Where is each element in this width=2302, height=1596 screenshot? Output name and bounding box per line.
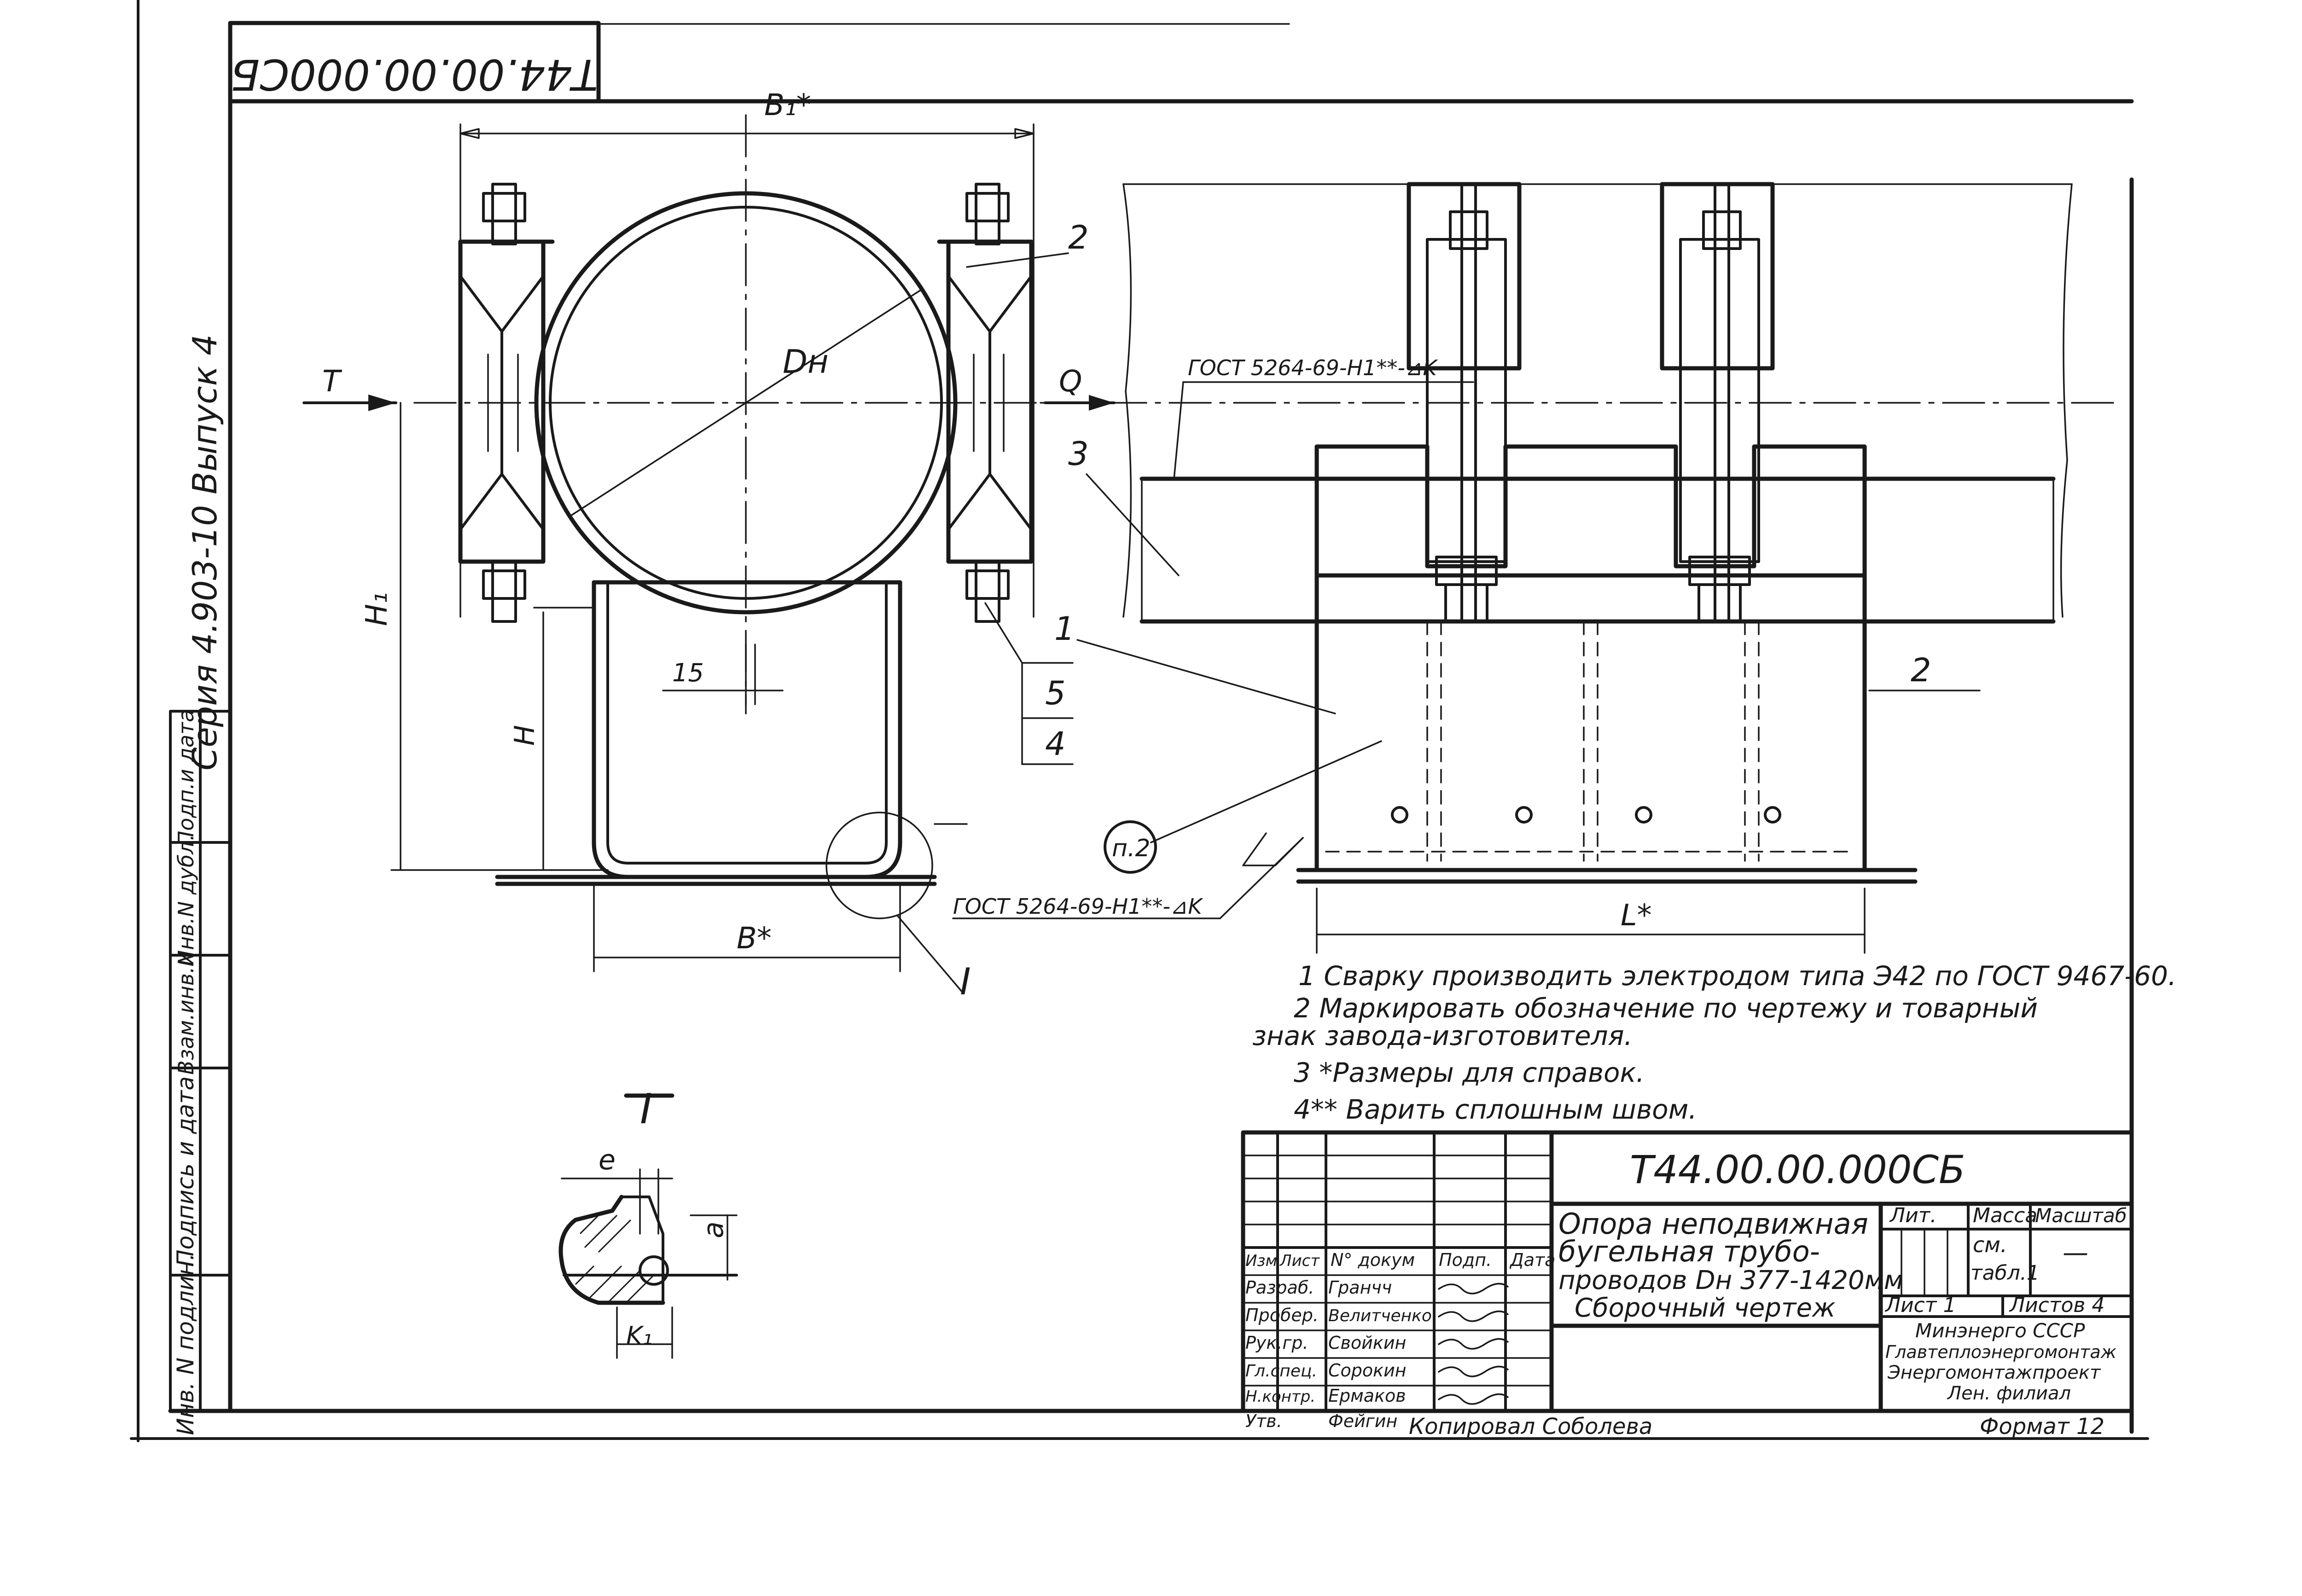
note-ref: п.2 xyxy=(1112,835,1151,862)
row-name-6: Фейгин xyxy=(1328,1411,1397,1431)
dim-b: B* xyxy=(737,922,772,956)
mass-value-2: табл.1 xyxy=(1971,1261,2040,1285)
force-q: Q xyxy=(1059,365,1082,399)
org-4: Лен. филиал xyxy=(1947,1383,2071,1404)
detail-marker-i: I xyxy=(960,960,971,1003)
pos-2-side: 2 xyxy=(1911,651,1931,689)
force-t: T xyxy=(322,365,343,399)
stamp-designation: Т44.00.00.000СБ xyxy=(1630,1147,1965,1192)
pos-2-front: 2 xyxy=(1068,219,1089,256)
hdr-date: Дата xyxy=(1509,1250,1555,1270)
copied-by: Копировал Соболева xyxy=(1409,1414,1652,1439)
side-panel xyxy=(169,710,232,1412)
series-label: Серия 4.903-10 Выпуск 4 xyxy=(186,334,224,771)
hdr-list: Лист xyxy=(1279,1252,1320,1270)
row-role-3: Рук.гр. xyxy=(1245,1333,1308,1353)
sheet-count: Листов 4 xyxy=(2009,1294,2104,1317)
side-cell-signature-date: Подпись и дата xyxy=(172,1076,199,1267)
pos-4: 4 xyxy=(1045,725,1066,763)
sheet-format: Формат 12 xyxy=(1980,1414,2104,1439)
scale-value: — xyxy=(2063,1238,2088,1268)
note-3: 3 *Размеры для справок. xyxy=(1294,1057,1645,1088)
row-name-5: Ермаков xyxy=(1328,1386,1406,1406)
stamp-title-3: проводов Dн 377-1420мм xyxy=(1558,1265,1903,1295)
org-3: Энергомонтажпроект xyxy=(1887,1362,2101,1383)
side-cell-sign-date-2: Подп.и дата xyxy=(174,709,198,847)
title-block xyxy=(1241,1130,2134,1413)
note-4: 4** Варить сплошным швом. xyxy=(1294,1094,1697,1125)
detail-k1: K₁ xyxy=(626,1321,652,1350)
detail-e: e xyxy=(599,1144,616,1176)
weld-callout-bottom: ГОСТ 5264-69-Н1**-⊿K xyxy=(953,894,1203,919)
detail-title-i: I xyxy=(640,1085,652,1133)
pos-3: 3 xyxy=(1068,435,1089,473)
dim-dn: Dн xyxy=(783,343,829,381)
detail-a: a xyxy=(698,1221,730,1238)
hdr-doc: N° докум xyxy=(1331,1250,1415,1270)
side-cell-replaces-inv: Взам.инв.N xyxy=(174,951,198,1075)
front-view xyxy=(302,114,1074,993)
hdr-sign: Подп. xyxy=(1439,1250,1492,1270)
org-1: Минэнерго СССР xyxy=(1915,1319,2085,1342)
stamp-title-2: бугельная трубо- xyxy=(1558,1235,1820,1268)
note-2: 2 Маркировать обозначение по чертежу и т… xyxy=(1294,992,2038,1024)
row-name-2: Велитченко xyxy=(1328,1306,1432,1325)
row-role-1: Разраб. xyxy=(1245,1277,1314,1298)
pos-1: 1 xyxy=(1054,610,1075,648)
col-mass: Масса xyxy=(1973,1204,2037,1227)
col-scale: Масштаб xyxy=(2035,1204,2127,1227)
pos-5: 5 xyxy=(1045,674,1066,712)
stamp-title-1: Опора неподвижная xyxy=(1558,1207,1868,1241)
hdr-izm: Изм xyxy=(1245,1252,1277,1270)
side-cell-inv-original: Инв. N подлин. xyxy=(172,1253,199,1435)
sheet-number: Лист 1 xyxy=(1884,1294,1956,1317)
col-lit: Лит. xyxy=(1889,1204,1936,1227)
dim-h1: H₁ xyxy=(360,592,394,626)
top-designation: Т44.00.00.000СБ xyxy=(231,50,598,99)
note-1: 1 Сварку производить электродом типа Э42… xyxy=(1298,960,2176,992)
dim-l: L* xyxy=(1621,899,1652,933)
dim-b1: B₁* xyxy=(764,88,811,122)
row-role-6: Утв. xyxy=(1245,1411,1282,1431)
row-role-4: Гл.спец. xyxy=(1245,1362,1317,1381)
row-role-2: Пробер. xyxy=(1245,1305,1319,1325)
signature-marks xyxy=(1438,1283,1509,1405)
stamp-title-4: Сборочный чертеж xyxy=(1575,1293,1835,1323)
side-view xyxy=(952,182,2119,954)
weld-callout-top: ГОСТ 5264-69-Н1**-⊿K xyxy=(1188,355,1438,380)
side-cell-inv-duplicate: Инв.N дубл. xyxy=(174,834,198,966)
note-2-cont: знак завода-изготовителя. xyxy=(1252,1020,1633,1051)
mass-value-1: см. xyxy=(1973,1232,2007,1257)
org-2: Главтеплоэнергомонтаж xyxy=(1885,1342,2116,1362)
row-name-4: Сорокин xyxy=(1328,1360,1407,1381)
dim-15: 15 xyxy=(672,658,704,687)
row-name-3: Свойкин xyxy=(1328,1333,1406,1353)
detail-i xyxy=(558,1093,738,1359)
row-role-5: Н.контр. xyxy=(1245,1387,1315,1406)
row-name-1: Гранчч xyxy=(1328,1277,1392,1298)
dim-h: H xyxy=(509,725,541,746)
